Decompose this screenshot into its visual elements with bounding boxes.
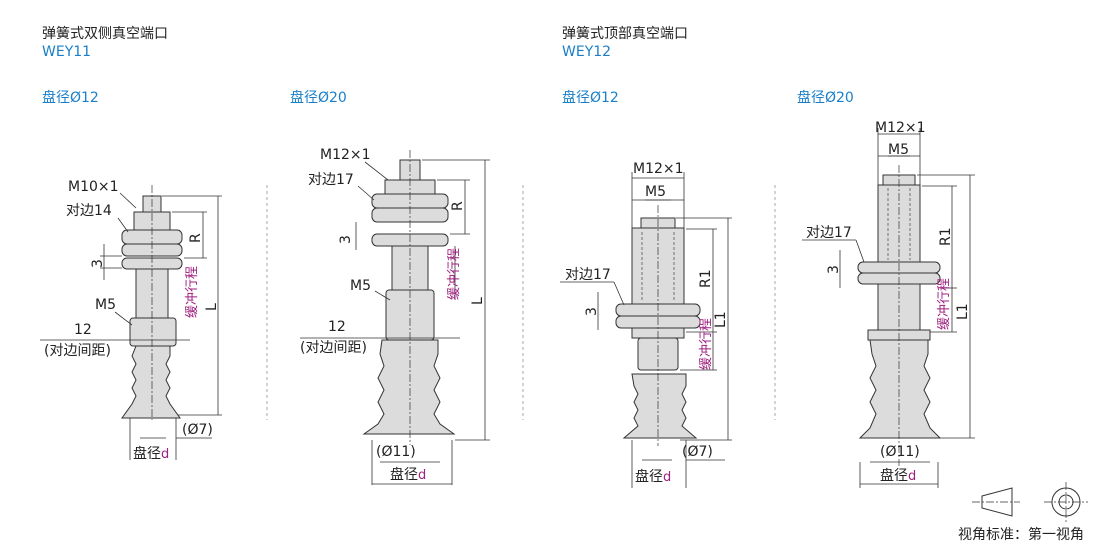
across-flats-label: 对边17 [565,267,611,283]
left-title: 弹簧式双侧真空端口 [42,26,168,42]
stroke-label: 缓冲行程 [185,266,200,318]
variant-label: 盘径Ø12 [42,89,99,106]
left-model: WEY11 [42,44,91,60]
R-label: R1 [698,269,714,288]
diameter-label: (Ø11) [880,444,920,460]
variant-label: 盘径Ø20 [290,89,347,106]
nut-thickness-label: 3 [584,307,600,316]
right-title: 弹簧式顶部真空端口 [562,26,688,42]
projection-label: 视角标准：第一视角 [958,526,1084,543]
across-flats-label: 对边17 [308,172,354,188]
thread-label: M12×1 [633,161,684,177]
nut-thickness-label: 3 [826,265,842,274]
right-model: WEY12 [562,44,611,60]
variant-label: 盘径Ø20 [797,89,854,106]
thread-label: M10×1 [68,179,119,195]
diameter-label: (Ø7) [682,444,713,460]
flats-label: 12 [74,322,92,338]
stroke-label: 缓冲行程 [699,318,714,370]
L-label: L [470,297,486,305]
L-label: L1 [955,303,971,320]
L-label: L [204,303,220,311]
thread-label: M12×1 [875,120,926,136]
pad-diameter-label: 盘径d [880,467,916,484]
flats-note: (对边间距) [44,343,111,359]
pad-diameter-label: 盘径d [390,466,426,483]
across-flats-label: 对边14 [66,203,112,219]
R-label: R [450,201,466,211]
port-label: M5 [888,142,909,158]
pad-diameter-label: 盘径d [635,468,671,485]
first-angle-projection-icon [972,482,1088,522]
pad-diameter-label: 盘径d [133,445,169,462]
flats-note: (对边间距) [300,340,367,356]
port-label: M5 [95,297,116,313]
drawing-wey11-d12: M10×1 对边14 3 M5 12 (对边间距) R L 缓冲行程 (Ø7) … [40,179,222,462]
L-label: L1 [713,311,729,328]
port-label: M5 [645,184,666,200]
flats-label: 12 [328,319,346,335]
drawing-wey12-d12: M12×1 M5 对边17 3 R1 L1 缓冲行程 (Ø7) 盘径d [560,161,732,488]
drawing-wey12-d20: M12×1 M5 对边17 3 R1 L1 缓冲行程 (Ø11) 盘径d [802,120,975,488]
nut-thickness-label: 3 [90,259,106,268]
port-label: M5 [350,278,371,294]
stroke-label: 缓冲行程 [937,278,952,330]
diameter-label: (Ø7) [182,422,213,438]
nut-thickness-label: 3 [338,235,354,244]
across-flats-label: 对边17 [806,225,852,241]
stroke-label: 缓冲行程 [447,248,462,300]
R-label: R1 [938,227,954,246]
drawing-wey11-d20: M12×1 对边17 3 M5 12 (对边间距) R L 缓冲行程 (Ø11)… [300,147,490,485]
thread-label: M12×1 [320,147,371,163]
diameter-label: (Ø11) [376,444,416,460]
variant-label: 盘径Ø12 [562,89,619,106]
R-label: R [188,233,204,243]
